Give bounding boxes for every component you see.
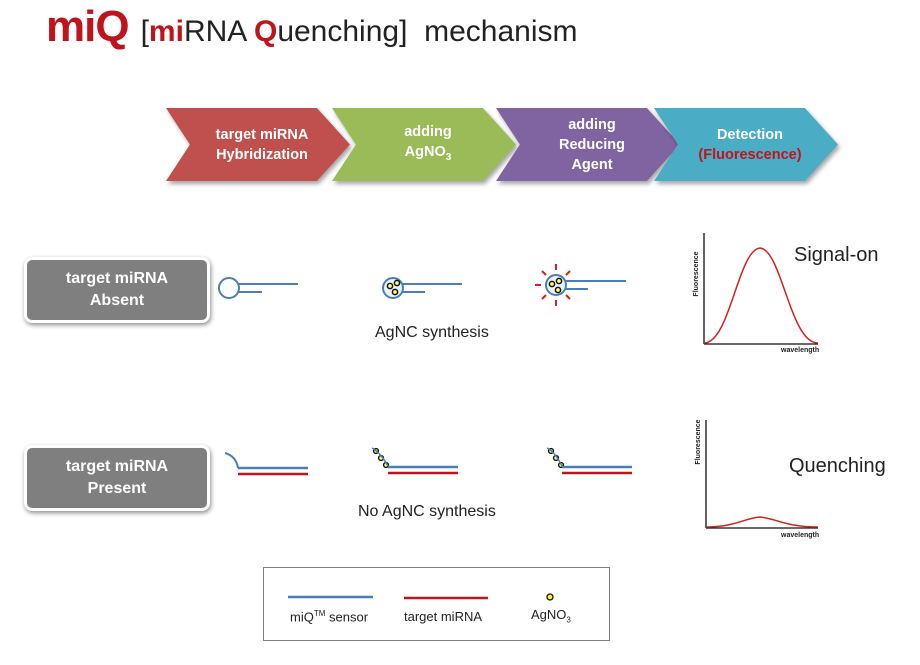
- chevron-shape: [496, 108, 680, 181]
- chevron-shape: [654, 108, 838, 181]
- legend-sensor-suffix: sensor: [325, 609, 369, 625]
- chevron-shape: [166, 108, 350, 181]
- plot-xlabel: wavelength: [780, 532, 819, 539]
- title-subtitle: [miRNA Quenching] mechanism: [141, 15, 578, 48]
- plot-ylabel: Fluorescence: [695, 419, 702, 464]
- title-rna: RNA: [183, 15, 254, 48]
- title-rest: mechanism: [424, 15, 578, 48]
- duplex-no-cluster-icon: [546, 447, 632, 475]
- step-reducing-agent: adding Reducing Agent: [496, 108, 680, 181]
- silver-nanocluster-icon: [535, 264, 626, 306]
- legend-sensor-sup: TM: [313, 609, 326, 618]
- title-q: Q: [253, 15, 278, 48]
- plot-xlabel: wavelength: [780, 347, 819, 354]
- step-text: target miRNA Hybridization: [208, 125, 309, 165]
- legend-agno-sub: 3: [566, 615, 571, 625]
- title-mi: mi: [148, 15, 184, 48]
- step-adding-agno3: adding AgNO3: [332, 108, 516, 181]
- step-text: Detection (Fluorescence): [690, 125, 801, 165]
- plot-ylabel: Fluorescence: [693, 251, 700, 296]
- step-line: Reducing: [558, 136, 626, 153]
- step-detection: Detection (Fluorescence): [654, 108, 838, 181]
- condition-line: target miRNA: [65, 458, 169, 475]
- legend-agno-text: AgNO: [531, 607, 567, 622]
- legend-box: miQTM sensor target miRNA AgNO3: [263, 567, 610, 641]
- condition-line: target miRNA: [65, 270, 169, 287]
- result-quenching: Quenching: [789, 455, 886, 477]
- caption-no-agnc-synthesis: No AgNC synthesis: [358, 503, 496, 520]
- signal-on-plot: Fluorescence wavelength: [693, 233, 819, 354]
- hairpin-sensor-icon: [218, 277, 298, 299]
- step-line: Agent: [571, 156, 613, 173]
- title-brand: miQ: [46, 2, 130, 51]
- legend-sensor-text: miQ: [290, 609, 314, 625]
- result-signal-on: Signal-on: [794, 244, 879, 266]
- duplex-with-silver-icon: [371, 447, 458, 475]
- title-bracket-open: [: [140, 15, 149, 48]
- condition-present-button: target miRNA Present: [24, 445, 210, 511]
- step-line: Hybridization: [216, 146, 308, 163]
- condition-absent-button: target miRNA Absent: [24, 257, 210, 323]
- step-line: adding: [404, 123, 452, 140]
- quenching-plot: Fluorescence wavelength: [695, 419, 819, 539]
- step-hybridization: target miRNA Hybridization: [166, 108, 350, 181]
- title-bracket-close: ]: [399, 15, 408, 48]
- step-agno-sub: 3: [445, 151, 452, 163]
- legend-sensor-label: miQTM sensor: [290, 609, 368, 624]
- condition-line: Absent: [89, 292, 145, 309]
- chevron-shape: [332, 108, 516, 181]
- step-line-fluorescence: (Fluorescence): [698, 146, 802, 163]
- step-line: target miRNA: [215, 126, 309, 143]
- legend-agno-label: AgNO3: [531, 607, 571, 625]
- legend-swatches: [288, 593, 554, 601]
- step-line: adding: [568, 116, 616, 133]
- condition-line: Present: [87, 480, 147, 497]
- page-title: miQ[miRNA Quenching] mechanism: [46, 2, 578, 52]
- sensor-with-silver-icon: [382, 277, 462, 299]
- caption-agnc-synthesis: AgNC synthesis: [375, 324, 489, 341]
- step-agno: AgNO: [404, 143, 446, 160]
- step-text: adding AgNO3: [396, 122, 452, 168]
- step-text: adding Reducing Agent: [551, 115, 625, 175]
- legend-agno-dot: [546, 593, 554, 601]
- step-line: AgNO3: [404, 142, 452, 168]
- step-line: Detection: [716, 126, 784, 143]
- title-uenching: uenching: [277, 15, 400, 48]
- legend-target-label: target miRNA: [404, 609, 483, 624]
- hybridized-duplex-icon: [224, 452, 308, 476]
